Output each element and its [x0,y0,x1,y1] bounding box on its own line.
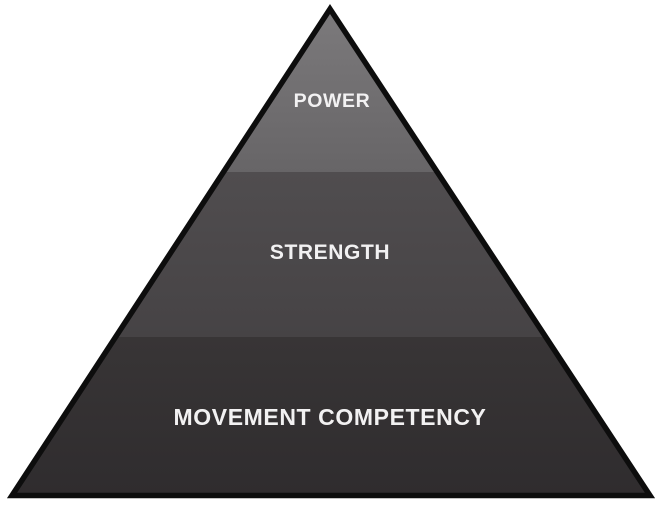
tier-label-strength: STRENGTH [270,241,390,264]
tier-label-power: POWER [294,90,371,112]
tier-power-band [12,9,650,172]
pyramid-outline [6,3,656,499]
tier-movement-competency-band [12,337,650,496]
tier-label-movement-competency: MOVEMENT COMPETENCY [174,404,487,430]
